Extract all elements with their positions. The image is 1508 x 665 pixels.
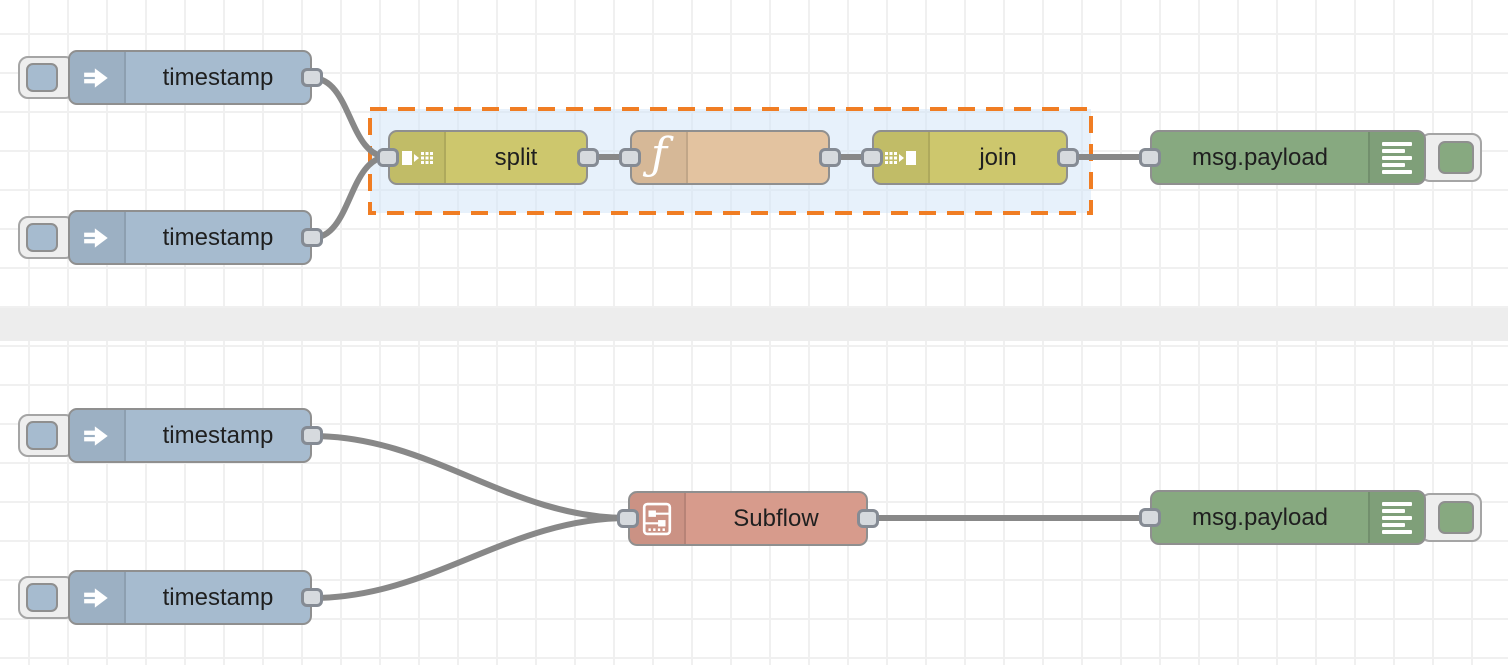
node-label: timestamp <box>162 63 274 91</box>
debug-list-icon <box>1368 492 1424 543</box>
inject-node-1[interactable]: timestamp <box>68 50 312 105</box>
inject-button-4[interactable] <box>18 576 75 619</box>
join-node[interactable]: join <box>872 130 1068 185</box>
inject-arrow-icon <box>70 410 126 461</box>
inject-button-3[interactable] <box>18 414 75 457</box>
node-label: timestamp <box>162 583 274 611</box>
inject-arrow-icon <box>70 212 126 263</box>
node-label: join <box>979 143 1017 171</box>
output-port-function[interactable] <box>819 148 841 167</box>
inject-node-4[interactable]: timestamp <box>68 570 312 625</box>
node-label: msg.payload <box>1191 503 1329 531</box>
debug-toggle-button-1[interactable] <box>1420 133 1482 182</box>
input-port-join[interactable] <box>861 148 883 167</box>
debug-list-icon <box>1368 132 1424 183</box>
join-icon <box>874 132 930 183</box>
input-port-split[interactable] <box>377 148 399 167</box>
node-label: msg.payload <box>1191 143 1329 171</box>
output-port-inject-3[interactable] <box>301 426 323 445</box>
wire-inject1-split[interactable] <box>309 75 391 160</box>
input-port-function[interactable] <box>619 148 641 167</box>
output-port-subflow[interactable] <box>857 509 879 528</box>
subflow-node[interactable]: Subflow <box>628 491 868 546</box>
debug-toggle-button-2[interactable] <box>1420 493 1482 542</box>
input-port-subflow[interactable] <box>617 509 639 528</box>
wire-inject3-subflow[interactable] <box>309 433 631 521</box>
function-icon: ƒ <box>632 132 688 183</box>
inject-button-pad <box>26 421 58 450</box>
debug-node-1[interactable]: msg.payload <box>1150 130 1426 185</box>
node-label: timestamp <box>162 223 274 251</box>
output-port-inject-4[interactable] <box>301 588 323 607</box>
input-port-debug-1[interactable] <box>1139 148 1161 167</box>
debug-toggle-pad <box>1438 141 1474 174</box>
split-node[interactable]: split <box>388 130 588 185</box>
split-icon <box>390 132 446 183</box>
inject-arrow-icon <box>70 572 126 623</box>
wire-inject2-split[interactable] <box>309 154 391 241</box>
debug-node-2[interactable]: msg.payload <box>1150 490 1426 545</box>
input-port-debug-2[interactable] <box>1139 508 1161 527</box>
node-label: timestamp <box>162 421 274 449</box>
output-port-inject-1[interactable] <box>301 68 323 87</box>
output-port-inject-2[interactable] <box>301 228 323 247</box>
subflow-icon <box>630 493 686 544</box>
inject-arrow-icon <box>70 52 126 103</box>
inject-node-2[interactable]: timestamp <box>68 210 312 265</box>
node-label: split <box>494 143 538 171</box>
inject-button-1[interactable] <box>18 56 75 99</box>
node-label <box>688 132 828 183</box>
inject-button-pad <box>26 223 58 252</box>
inject-button-pad <box>26 583 58 612</box>
inject-button-2[interactable] <box>18 216 75 259</box>
output-port-split[interactable] <box>577 148 599 167</box>
output-port-join[interactable] <box>1057 148 1079 167</box>
node-label: Subflow <box>733 504 819 532</box>
wire-inject4-subflow[interactable] <box>309 515 631 601</box>
inject-button-pad <box>26 63 58 92</box>
flow-divider <box>0 308 1508 341</box>
inject-node-3[interactable]: timestamp <box>68 408 312 463</box>
debug-toggle-pad <box>1438 501 1474 534</box>
function-node[interactable]: ƒ <box>630 130 830 185</box>
